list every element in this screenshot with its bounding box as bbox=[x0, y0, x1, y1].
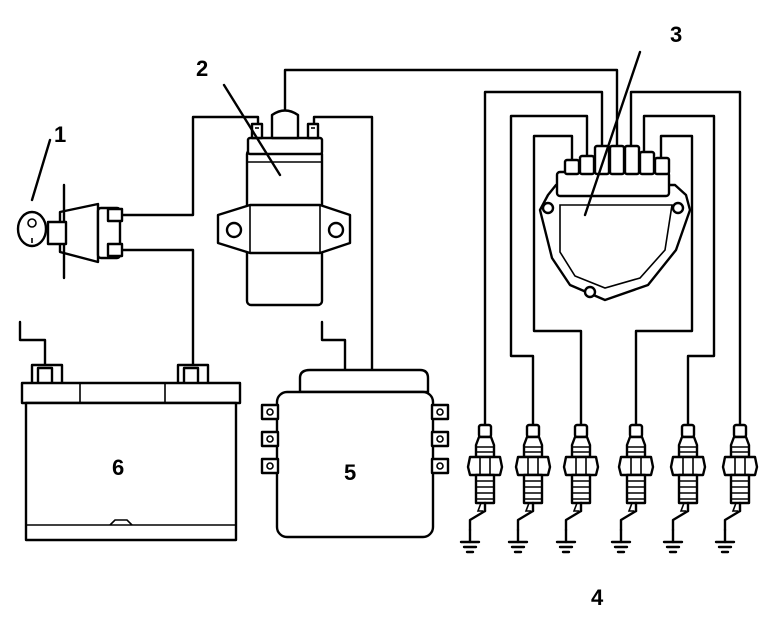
spark-plug bbox=[466, 423, 504, 513]
leader-line-2 bbox=[222, 83, 282, 177]
ignition-switch bbox=[16, 138, 124, 280]
ground-symbol bbox=[610, 509, 638, 554]
distributor bbox=[538, 50, 692, 302]
spark-plug bbox=[562, 423, 600, 513]
spark-plug bbox=[721, 423, 759, 513]
spark-plug bbox=[514, 423, 552, 513]
label-ignition-coil: 2 bbox=[196, 56, 208, 81]
label-control-unit: 5 bbox=[344, 460, 356, 485]
label-battery: 6 bbox=[112, 455, 124, 480]
wiring bbox=[18, 68, 742, 427]
ignition-coil bbox=[216, 83, 352, 307]
spark-plug bbox=[617, 423, 655, 513]
label-spark-plugs: 4 bbox=[591, 585, 604, 610]
battery bbox=[20, 363, 242, 542]
ground-symbol bbox=[507, 509, 535, 554]
label-distributor: 3 bbox=[670, 22, 682, 47]
leader-line-1 bbox=[30, 138, 52, 202]
ground-symbol bbox=[662, 509, 690, 554]
label-ignition-switch: 1 bbox=[54, 122, 66, 147]
ground-symbol bbox=[459, 509, 487, 554]
spark-plug bbox=[669, 423, 707, 513]
spark-plugs bbox=[459, 423, 759, 554]
ground-symbol bbox=[555, 509, 583, 554]
leader-line-3 bbox=[583, 50, 642, 217]
ground-symbol bbox=[714, 509, 742, 554]
control-unit bbox=[260, 368, 450, 539]
